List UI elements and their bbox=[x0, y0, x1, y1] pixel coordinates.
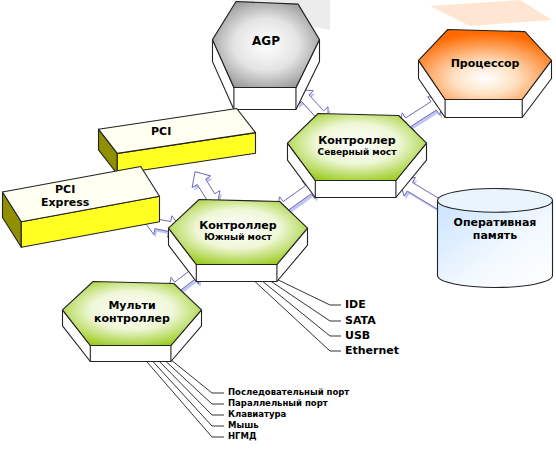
node-text: Южный мост bbox=[204, 232, 271, 243]
leader-line bbox=[147, 355, 224, 426]
edge-line bbox=[90, 346, 171, 362]
node-text: Оперативная память bbox=[449, 216, 541, 242]
node-text: Процессор bbox=[451, 57, 520, 70]
port-label: НГМД bbox=[228, 431, 257, 442]
cylinder-top bbox=[438, 189, 553, 213]
top-face bbox=[288, 114, 427, 181]
text-block: Мульти контроллер bbox=[82, 299, 182, 325]
interface-label: IDE bbox=[345, 298, 366, 312]
text-block: КонтроллерСеверный мост bbox=[301, 134, 413, 158]
node-text: Северный мост bbox=[318, 147, 397, 158]
memory-cylinder: Оперативная память bbox=[437, 188, 553, 288]
bus-box-outline bbox=[212, 0, 320, 110]
top-face bbox=[419, 30, 552, 100]
processor-box: Процессор bbox=[418, 28, 552, 118]
port-label: Параллельный порт bbox=[228, 398, 328, 409]
node-text: AGP bbox=[252, 34, 280, 48]
top-face bbox=[99, 109, 256, 154]
controller-box: КонтроллерЮжный мост bbox=[168, 198, 308, 282]
shade-panel bbox=[430, 0, 552, 26]
leader-line bbox=[256, 276, 341, 336]
slot-bar: PCI Express bbox=[2, 166, 160, 252]
node-text: PCI bbox=[151, 125, 171, 138]
slot-bar-outline bbox=[98, 108, 256, 178]
processor-box-outline bbox=[418, 28, 552, 118]
controller-box: КонтроллерСеверный мост bbox=[287, 112, 427, 198]
text-block: Оперативная память bbox=[449, 216, 541, 242]
edge-line bbox=[445, 100, 522, 118]
leader-line bbox=[153, 355, 224, 415]
node-text: Мульти контроллер bbox=[82, 299, 182, 325]
node-text: Контроллер bbox=[199, 219, 276, 232]
interface-label: Ethernet bbox=[345, 344, 399, 358]
text-block: КонтроллерЮжный мост bbox=[182, 219, 294, 243]
text-block: Процессор bbox=[428, 57, 542, 70]
port-label: Последовательный порт bbox=[228, 387, 349, 398]
node-text: PCI Express bbox=[34, 183, 96, 209]
leader-line bbox=[263, 276, 341, 321]
edge-line bbox=[196, 265, 277, 282]
node-text: Контроллер bbox=[318, 134, 395, 147]
text-block: PCI bbox=[131, 125, 191, 138]
controller-box: Мульти контроллер bbox=[62, 280, 202, 362]
cylinder-body bbox=[438, 200, 553, 287]
leader-line bbox=[141, 355, 224, 437]
top-face bbox=[169, 200, 308, 265]
text-block: AGP bbox=[221, 34, 311, 48]
leader-line bbox=[159, 355, 224, 404]
edge-line bbox=[315, 181, 396, 198]
port-label: Клавиатура bbox=[228, 409, 286, 420]
bus-box: AGP bbox=[212, 0, 320, 110]
slot-bar: PCI bbox=[98, 108, 256, 178]
leader-line bbox=[249, 276, 341, 351]
edge-line bbox=[234, 88, 296, 110]
top-face bbox=[3, 167, 160, 222]
interface-label: SATA bbox=[345, 314, 376, 328]
leader-line bbox=[270, 276, 341, 305]
interface-label: USB bbox=[345, 329, 370, 343]
port-label: Мышь bbox=[228, 420, 259, 431]
top-face bbox=[213, 2, 320, 88]
text-block: PCI Express bbox=[34, 183, 96, 209]
top-face bbox=[63, 282, 202, 346]
